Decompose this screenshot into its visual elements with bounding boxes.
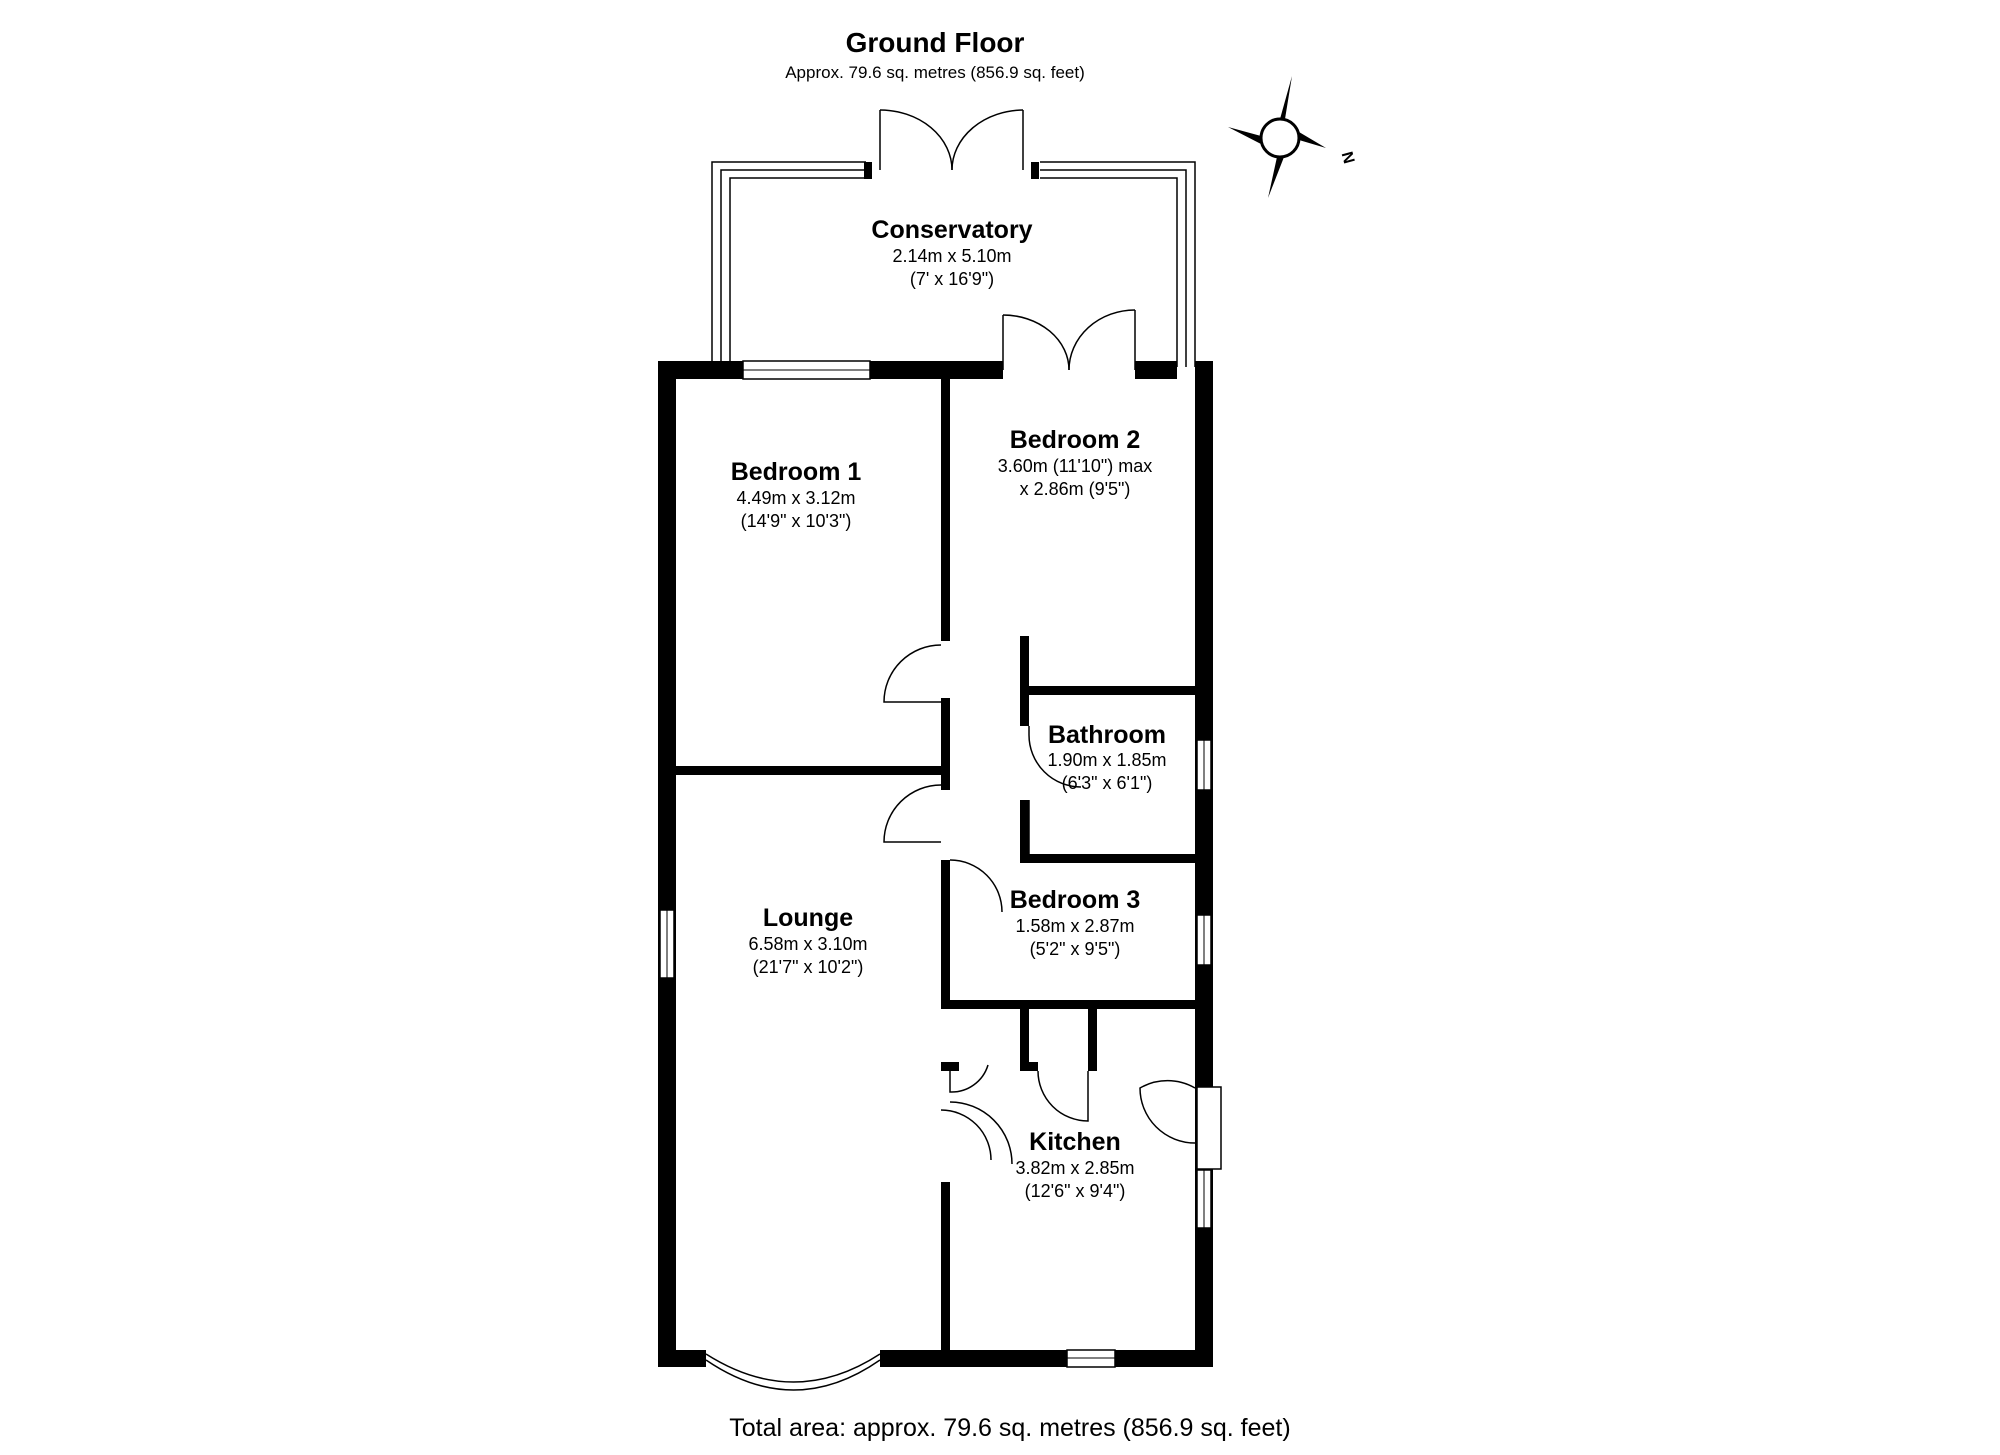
room-dimensions-imperial: (14'9" x 10'3") [741, 511, 852, 531]
room-dimensions: 4.49m x 3.12m [736, 488, 855, 508]
room-dimensions-imperial: (12'6" x 9'4") [1025, 1181, 1126, 1201]
bedroom2-french-doors [1002, 309, 1136, 371]
conservatory-post [1031, 162, 1039, 179]
lounge-bay-window [705, 1353, 881, 1391]
room-dimensions-imperial: (7' x 16'9") [910, 269, 994, 289]
room-dimensions: 1.90m x 1.85m [1047, 750, 1166, 770]
room-dimensions-imperial: x 2.86m (9'5") [1020, 479, 1131, 499]
room-label-bedroom2: Bedroom 2 3.60m (11'10") max x 2.86m (9'… [998, 426, 1153, 499]
room-name: Bedroom 1 [731, 458, 862, 486]
conservatory-post [864, 162, 872, 179]
room-dimensions: 1.58m x 2.87m [1015, 916, 1134, 936]
room-name: Bedroom 2 [1010, 426, 1141, 454]
room-name: Bathroom [1048, 721, 1166, 749]
room-name: Conservatory [871, 216, 1032, 244]
room-label-bedroom1: Bedroom 1 4.49m x 3.12m (14'9" x 10'3") [731, 458, 862, 531]
floor-title: Ground Floor [846, 27, 1025, 58]
room-name: Lounge [763, 904, 853, 932]
room-label-bathroom: Bathroom 1.90m x 1.85m (6'3" x 6'1") [1047, 721, 1166, 793]
room-label-conservatory: Conservatory 2.14m x 5.10m (7' x 16'9") [871, 216, 1032, 289]
interior-walls [667, 370, 1200, 1358]
room-dimensions-imperial: (21'7" x 10'2") [753, 957, 864, 977]
room-dimensions: 6.58m x 3.10m [748, 934, 867, 954]
compass-north-label: N [1338, 150, 1357, 166]
room-label-bedroom3: Bedroom 3 1.58m x 2.87m (5'2" x 9'5") [1010, 886, 1141, 959]
room-dimensions-imperial: (5'2" x 9'5") [1030, 939, 1121, 959]
window-glazing-lines [666, 369, 1205, 1359]
interior-doors [883, 644, 1196, 1165]
room-dimensions: 3.60m (11'10") max [998, 456, 1153, 476]
room-dimensions-imperial: (6'3" x 6'1") [1062, 773, 1153, 793]
compass-rose-icon: N [1228, 76, 1357, 198]
room-dimensions: 2.14m x 5.10m [892, 246, 1011, 266]
floor-area-subtitle: Approx. 79.6 sq. metres (856.9 sq. feet) [785, 63, 1085, 82]
conservatory-walls [711, 161, 1196, 367]
room-label-lounge: Lounge 6.58m x 3.10m (21'7" x 10'2") [748, 904, 867, 977]
total-area: Total area: approx. 79.6 sq. metres (856… [729, 1414, 1290, 1442]
room-name: Bedroom 3 [1010, 886, 1141, 914]
conservatory-french-doors [879, 109, 1024, 171]
room-label-kitchen: Kitchen 3.82m x 2.85m (12'6" x 9'4") [1015, 1128, 1134, 1201]
room-name: Kitchen [1029, 1128, 1121, 1156]
room-dimensions: 3.82m x 2.85m [1015, 1158, 1134, 1178]
